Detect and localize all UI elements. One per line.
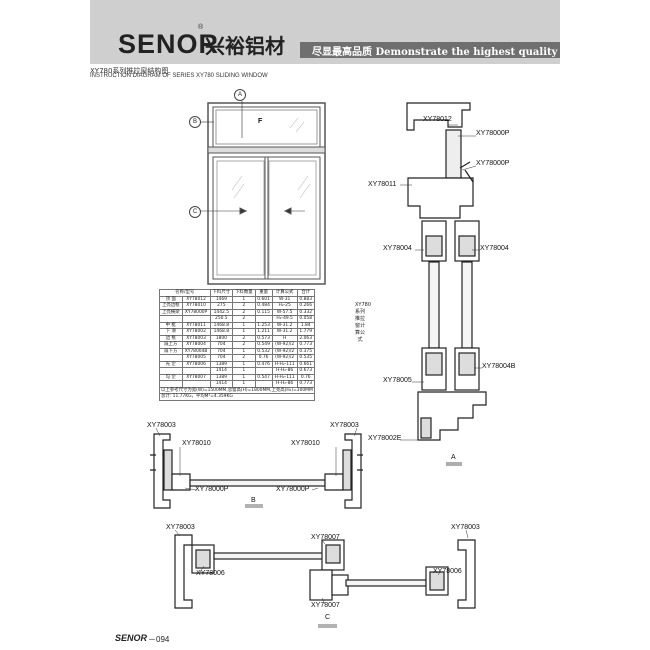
- label-xy78003-b1: XY78003: [147, 422, 176, 429]
- table-cell: 0.375: [296, 347, 315, 355]
- table-cell: 2.063: [296, 334, 315, 342]
- table-cell: XY78011: [181, 321, 211, 329]
- table-cell: 1.253: [254, 321, 273, 329]
- registered-mark: ®: [198, 24, 204, 31]
- label-xy78000p-b1: XY78000P: [195, 486, 229, 493]
- formula-side-note: XY780系列推拉窗计算公式: [355, 302, 372, 343]
- label-xy78012: XY78012: [423, 116, 452, 123]
- col-formula: 计算公式: [271, 289, 298, 297]
- table-cell: (W-92)/2: [271, 341, 298, 349]
- table-cell: 0.661: [296, 360, 315, 368]
- col-quantity: 下料数量: [232, 289, 256, 297]
- title-english: INSTRUCTION DIAGRAM OF SERIES XY780 SLID…: [90, 73, 268, 79]
- label-xy78010-b2: XY78010: [291, 440, 320, 447]
- table-cell: 0.883: [296, 295, 315, 303]
- table-cell: 0.547: [254, 373, 273, 381]
- table-cell: XY78012: [181, 295, 211, 303]
- table-cell: 0.115: [254, 308, 273, 316]
- caption-a: A: [451, 454, 456, 461]
- label-xy78004-a2: XY78004: [480, 245, 509, 252]
- table-note-2: 总计: 11.77KG，平均M²=4.359KG: [159, 393, 315, 401]
- table-cell: 0.773: [296, 341, 315, 349]
- slogan-bar: [300, 42, 560, 58]
- window-elevation: [198, 101, 326, 285]
- table-cell: XY78000P: [181, 308, 211, 316]
- label-xy78011: XY78011: [368, 181, 397, 188]
- table-cell: (W-92)/2: [271, 347, 298, 355]
- table-cell: 上亮横梁: [159, 308, 183, 316]
- title-chinese: XY780系列推拉窗结构图: [90, 67, 169, 75]
- table-cell: 0.573: [254, 334, 273, 342]
- footer-logo: SENOR: [115, 633, 148, 643]
- table-cell: 0.476: [254, 360, 273, 368]
- mark-a: A: [234, 89, 246, 101]
- table-cell: XY78002: [181, 328, 211, 336]
- table-cell: 上亮边框: [159, 302, 183, 310]
- label-xy78002e: XY78002E: [368, 435, 402, 442]
- table-cell: 0.266: [296, 302, 315, 310]
- label-xy78007-c1: XY78007: [311, 534, 340, 541]
- table-note-1: 以上参考尺寸为宽(W)=1500MM,总窗高(H)=1800MM,上亮高(H₂)…: [159, 386, 315, 394]
- table-cell: 0.532: [254, 347, 273, 355]
- col-cut-size: 下料尺寸: [209, 289, 234, 297]
- label-xy78003-c2: XY78003: [451, 524, 480, 531]
- label-xy78006-c2: XY78006: [433, 568, 462, 575]
- table-note-row: 以上参考尺寸为宽(W)=1500MM,总窗高(H)=1800MM,上亮高(H₂)…: [159, 386, 315, 394]
- table-cell: XY78007: [181, 373, 211, 381]
- mark-c: C: [189, 206, 201, 218]
- mark-b: B: [189, 116, 201, 128]
- table-cell: H-H₂-111: [271, 360, 298, 368]
- table-cell: XY78004: [181, 341, 211, 349]
- table-cell: XY78004B: [181, 347, 211, 355]
- leader-lines: [155, 124, 482, 628]
- label-xy78000p-b2: XY78000P: [276, 486, 310, 493]
- table-cell: XY78005: [181, 354, 211, 362]
- label-xy78010-b1: XY78010: [182, 440, 211, 447]
- label-xy78000p-a1: XY78000P: [476, 130, 510, 137]
- table-cell: 0.484: [254, 302, 273, 310]
- table-cell: 0.773: [296, 380, 315, 388]
- label-xy78005: XY78005: [383, 377, 412, 384]
- page-number: －094: [148, 635, 170, 644]
- table-cell: XY78010: [181, 302, 211, 310]
- label-xy78007-c2: XY78007: [311, 602, 340, 609]
- label-xy78004b: XY78004B: [482, 363, 516, 370]
- caption-b: B: [251, 497, 256, 504]
- brand-logo: SENOR: [118, 29, 220, 59]
- table-note-row: 总计: 11.77KG，平均M²=4.359KG: [159, 393, 315, 401]
- label-xy78006-c1: XY78006: [196, 570, 225, 577]
- caption-c: C: [325, 614, 331, 621]
- brand-chinese-name: 兴裕铝材: [205, 34, 285, 58]
- section-b-profile: [150, 433, 363, 509]
- label-xy78000p-a2: XY78000P: [476, 160, 510, 167]
- table-cell: 0.601: [254, 295, 273, 303]
- table-cell: 0.549: [254, 341, 273, 349]
- mark-f: F: [258, 118, 263, 125]
- section-c-profile: [174, 534, 476, 609]
- section-a-profile: [406, 102, 487, 441]
- table-cell: XY78003: [181, 334, 211, 342]
- table-cell: H-H₂-111: [271, 373, 298, 381]
- table-cell: 0.058: [296, 315, 315, 323]
- label-xy78003-c1: XY78003: [166, 524, 195, 531]
- table-cell: 0.535: [296, 354, 315, 362]
- table-cell: (W-92)/2: [271, 354, 298, 362]
- label-xy78004-a1: XY78004: [383, 245, 412, 252]
- table-cell: 0.673: [296, 367, 315, 375]
- label-xy78003-b2: XY78003: [330, 422, 359, 429]
- table-cell: 0.332: [296, 308, 315, 316]
- table-cell: 1.779: [296, 328, 315, 336]
- table-cell: XY78006: [181, 360, 211, 368]
- slogan: 尽显最高品质 Demonstrate the highest quality: [312, 47, 558, 58]
- table-header-row: 名称/型号 下料尺寸 下料数量 重量 计算公式 合计: [159, 289, 315, 297]
- table-cell: 1.211: [254, 328, 273, 336]
